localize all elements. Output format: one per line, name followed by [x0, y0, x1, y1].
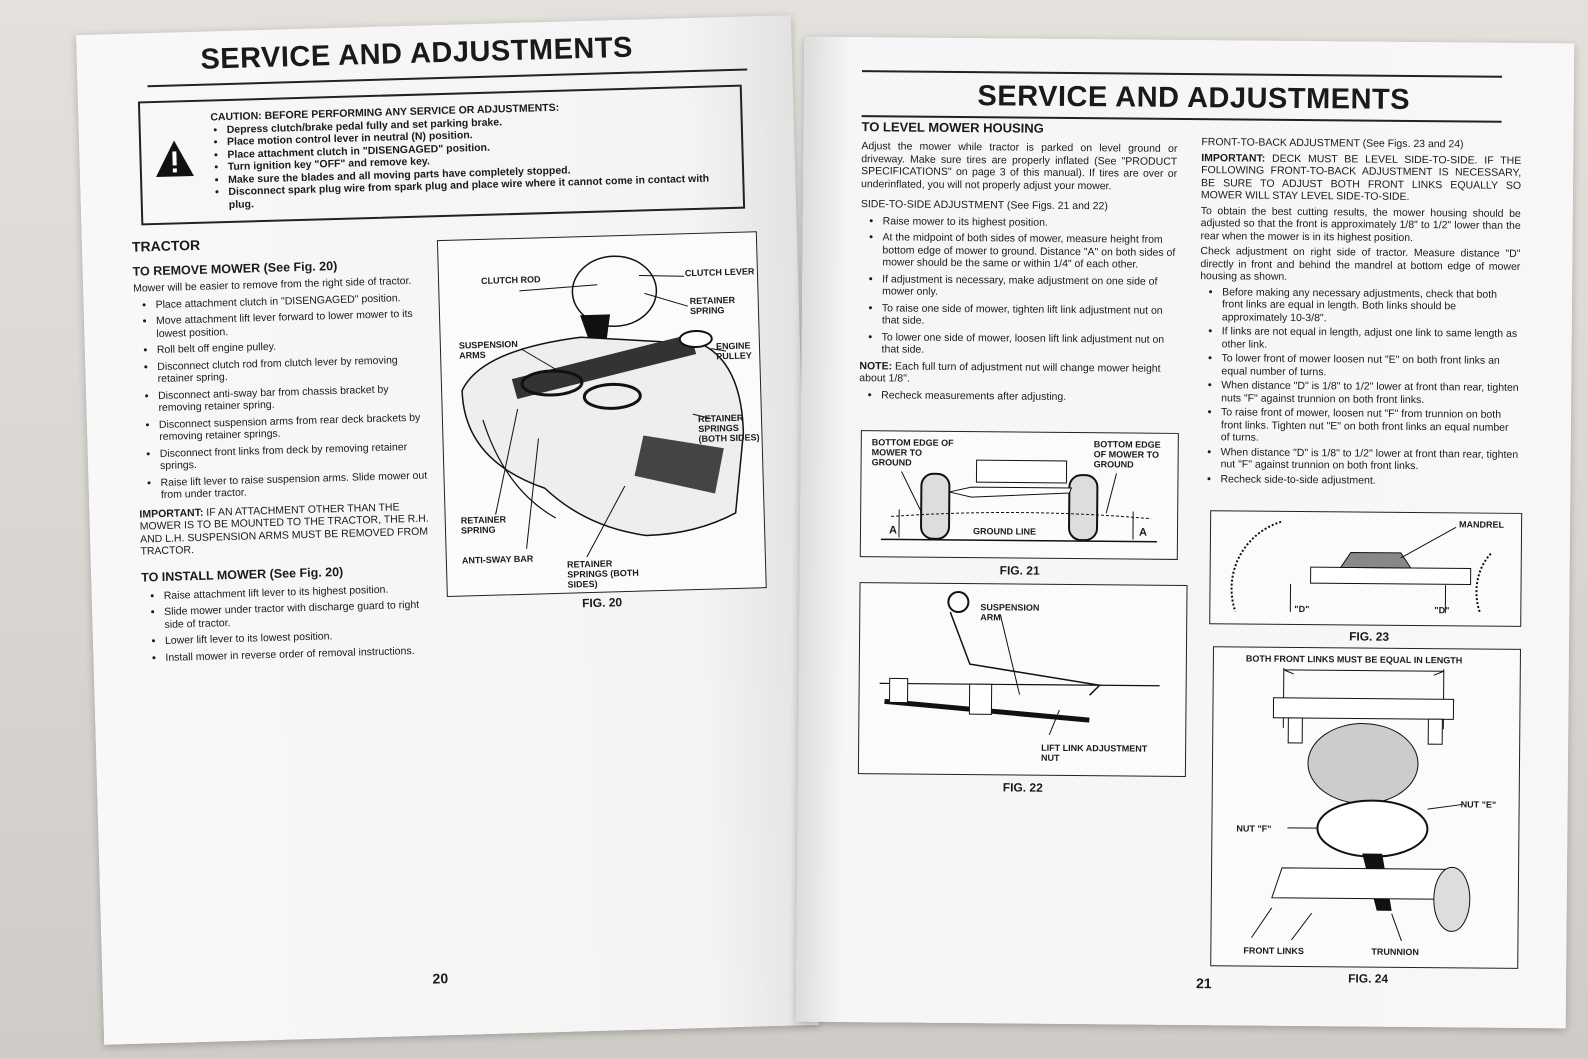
label-retainer-spring-top: RETAINER SPRING: [689, 294, 736, 317]
note-label: NOTE:: [859, 359, 893, 372]
remove-item: Disconnect front links from deck by remo…: [160, 440, 429, 472]
label-bottom-edge-left: BOTTOM EDGE OF MOWER TO GROUND: [871, 437, 954, 468]
front-item: To lower front of mower loosen nut "E" o…: [1221, 352, 1519, 380]
front-item: Recheck side-to-side adjustment.: [1220, 473, 1518, 488]
label-a-right: A: [1138, 526, 1148, 539]
level-intro: Adjust the mower while tractor is parked…: [860, 140, 1178, 192]
label-clutch-rod: CLUTCH ROD: [480, 274, 541, 286]
front-paragraph-2: Check adjustment on right side of tracto…: [1200, 245, 1521, 283]
label-retainer-springs-bottom: RETAINER SPRINGS (BOTH SIDES): [566, 558, 639, 590]
label-lift-link-nut: LIFT LINK ADJUSTMENT NUT: [1040, 742, 1148, 763]
remove-item: Disconnect clutch rod from clutch lever …: [157, 353, 426, 385]
front-important-note: IMPORTANT: DECK MUST BE LEVEL SIDE-TO-SI…: [1201, 152, 1521, 205]
remove-item: Move attachment lift lever forward to lo…: [156, 308, 425, 340]
front-paragraph-1: To obtain the best cutting results, the …: [1200, 204, 1521, 244]
remove-item: Disconnect suspension arms from rear dec…: [159, 411, 428, 443]
label-front-links: FRONT LINKS: [1243, 945, 1304, 957]
level-mower-heading: TO LEVEL MOWER HOUSING: [861, 119, 1044, 136]
label-suspension-arm: SUSPENSION ARM: [980, 602, 1040, 623]
label-nut-f: NUT "F": [1236, 823, 1272, 834]
front-important-label: IMPORTANT:: [1201, 151, 1266, 165]
install-mower-heading: TO INSTALL MOWER (See Fig. 20): [140, 564, 344, 585]
remove-item: Disconnect anti-sway bar from chassis br…: [158, 382, 427, 414]
mandrel-drawing: [1230, 520, 1492, 614]
important-note: IMPORTANT: IF AN ATTACHMENT OTHER THAN T…: [139, 500, 430, 558]
front-item: When distance "D" is 1/8" to 1/2" lower …: [1221, 446, 1519, 474]
front-to-back-list: Before making any necessary adjustments,…: [1198, 286, 1520, 488]
caution-box: CAUTION: BEFORE PERFORMING ANY SERVICE O…: [137, 84, 746, 226]
label-mandrel: MANDREL: [1459, 519, 1505, 530]
install-item: Slide mower under tractor with discharge…: [164, 598, 433, 631]
page-number-right: 21: [1195, 975, 1212, 992]
side-item: At the midpoint of both sides of mower, …: [882, 231, 1176, 271]
label-retainer-spring-left: RETAINER SPRING: [460, 514, 507, 536]
ground-line-drawing: [880, 459, 1157, 543]
adjustment-note: NOTE: Each full turn of adjustment nut w…: [859, 360, 1175, 388]
label-nut-e: NUT "E": [1460, 799, 1497, 810]
fig-21-caption: FIG. 21: [999, 563, 1040, 578]
right-title-rule-top: [862, 70, 1502, 78]
front-item: If links are not equal in length, adjust…: [1222, 325, 1520, 353]
caution-list: Depress clutch/brake pedal fully and set…: [211, 109, 733, 211]
right-page-title: SERVICE AND ADJUSTMENTS: [977, 80, 1411, 116]
label-retainer-springs-right: RETAINER SPRINGS (BOTH SIDES): [697, 412, 760, 444]
side-to-side-list: Raise mower to its highest position. At …: [860, 215, 1177, 359]
label-d-left: "D": [1294, 603, 1310, 615]
right-page: SERVICE AND ADJUSTMENTS TO LEVEL MOWER H…: [795, 36, 1575, 1029]
side-item: Raise mower to its highest position.: [883, 215, 1177, 230]
note-text: Each full turn of adjustment nut will ch…: [859, 359, 1161, 385]
fig-20-caption: FIG. 20: [581, 595, 623, 611]
label-clutch-lever: CLUTCH LEVER: [684, 266, 755, 279]
fig-24-caption: FIG. 24: [1348, 971, 1389, 986]
right-text-column-a: TO LEVEL MOWER HOUSING Adjust the mower …: [859, 119, 1177, 408]
label-trunnion: TRUNNION: [1371, 946, 1419, 958]
fig-24-diagram: BOTH FRONT LINKS MUST BE EQUAL IN LENGTH…: [1210, 646, 1521, 969]
recheck-list: Recheck measurements after adjusting.: [859, 389, 1175, 404]
fig-21-diagram: BOTTOM EDGE OF MOWER TO GROUND BOTTOM ED…: [859, 430, 1179, 560]
side-to-side-heading: SIDE-TO-SIDE ADJUSTMENT (See Figs. 21 an…: [860, 198, 1108, 213]
label-d-right: "D": [1434, 605, 1450, 616]
label-engine-pulley: ENGINE PULLEY: [715, 340, 752, 362]
lift-link-drawing: [879, 591, 1160, 736]
left-text-column: TRACTOR TO REMOVE MOWER (See Fig. 20) Mo…: [132, 231, 434, 669]
left-page: SERVICE AND ADJUSTMENTS CAUTION: BEFORE …: [76, 15, 819, 1045]
label-anti-sway-bar: ANTI-SWAY BAR: [461, 553, 534, 566]
warning-icon: [156, 140, 195, 178]
side-item: To lower one side of mower, loosen lift …: [882, 331, 1176, 359]
side-item: If adjustment is necessary, make adjustm…: [882, 273, 1176, 301]
fig-20-diagram: CLUTCH ROD CLUTCH LEVER RETAINER SPRING …: [436, 231, 767, 598]
fig-23-caption: FIG. 23: [1349, 629, 1390, 644]
front-to-back-heading: FRONT-TO-BACK ADJUSTMENT (See Figs. 23 a…: [1201, 136, 1464, 151]
important-label: IMPORTANT:: [139, 506, 204, 521]
recheck-item: Recheck measurements after adjusting.: [881, 389, 1175, 404]
label-bottom-edge-right: BOTTOM EDGE OF MOWER TO GROUND: [1093, 439, 1161, 470]
label-ground-line: GROUND LINE: [972, 526, 1037, 537]
remove-list: Place attachment clutch in "DISENGAGED" …: [133, 291, 429, 502]
fig-22-caption: FIG. 22: [1002, 780, 1043, 795]
label-suspension-arms: SUSPENSION ARMS: [458, 338, 518, 361]
front-links-drawing: [1251, 667, 1471, 942]
fig-23-diagram: MANDREL "D" "D": [1209, 510, 1523, 627]
front-item: When distance "D" is 1/8" to 1/2" lower …: [1221, 379, 1519, 407]
mower-deck-drawing: [461, 255, 745, 558]
tractor-heading: TRACTOR: [131, 236, 201, 255]
install-item: Install mower in reverse order of remova…: [165, 644, 433, 664]
right-text-column-b: FRONT-TO-BACK ADJUSTMENT (See Figs. 23 a…: [1198, 136, 1521, 490]
label-a-left: A: [888, 524, 898, 537]
front-item: Before making any necessary adjustments,…: [1222, 286, 1520, 326]
fig-22-diagram: SUSPENSION ARM LIFT LINK ADJUSTMENT NUT: [857, 582, 1188, 778]
side-item: To raise one side of mower, tighten lift…: [882, 302, 1176, 330]
page-number-left: 20: [432, 970, 449, 987]
remove-item: Raise lift lever to raise suspension arm…: [160, 469, 429, 501]
front-item: To raise front of mower, loosen nut "F" …: [1221, 406, 1519, 446]
install-list: Raise attachment lift lever to its highe…: [142, 582, 434, 665]
